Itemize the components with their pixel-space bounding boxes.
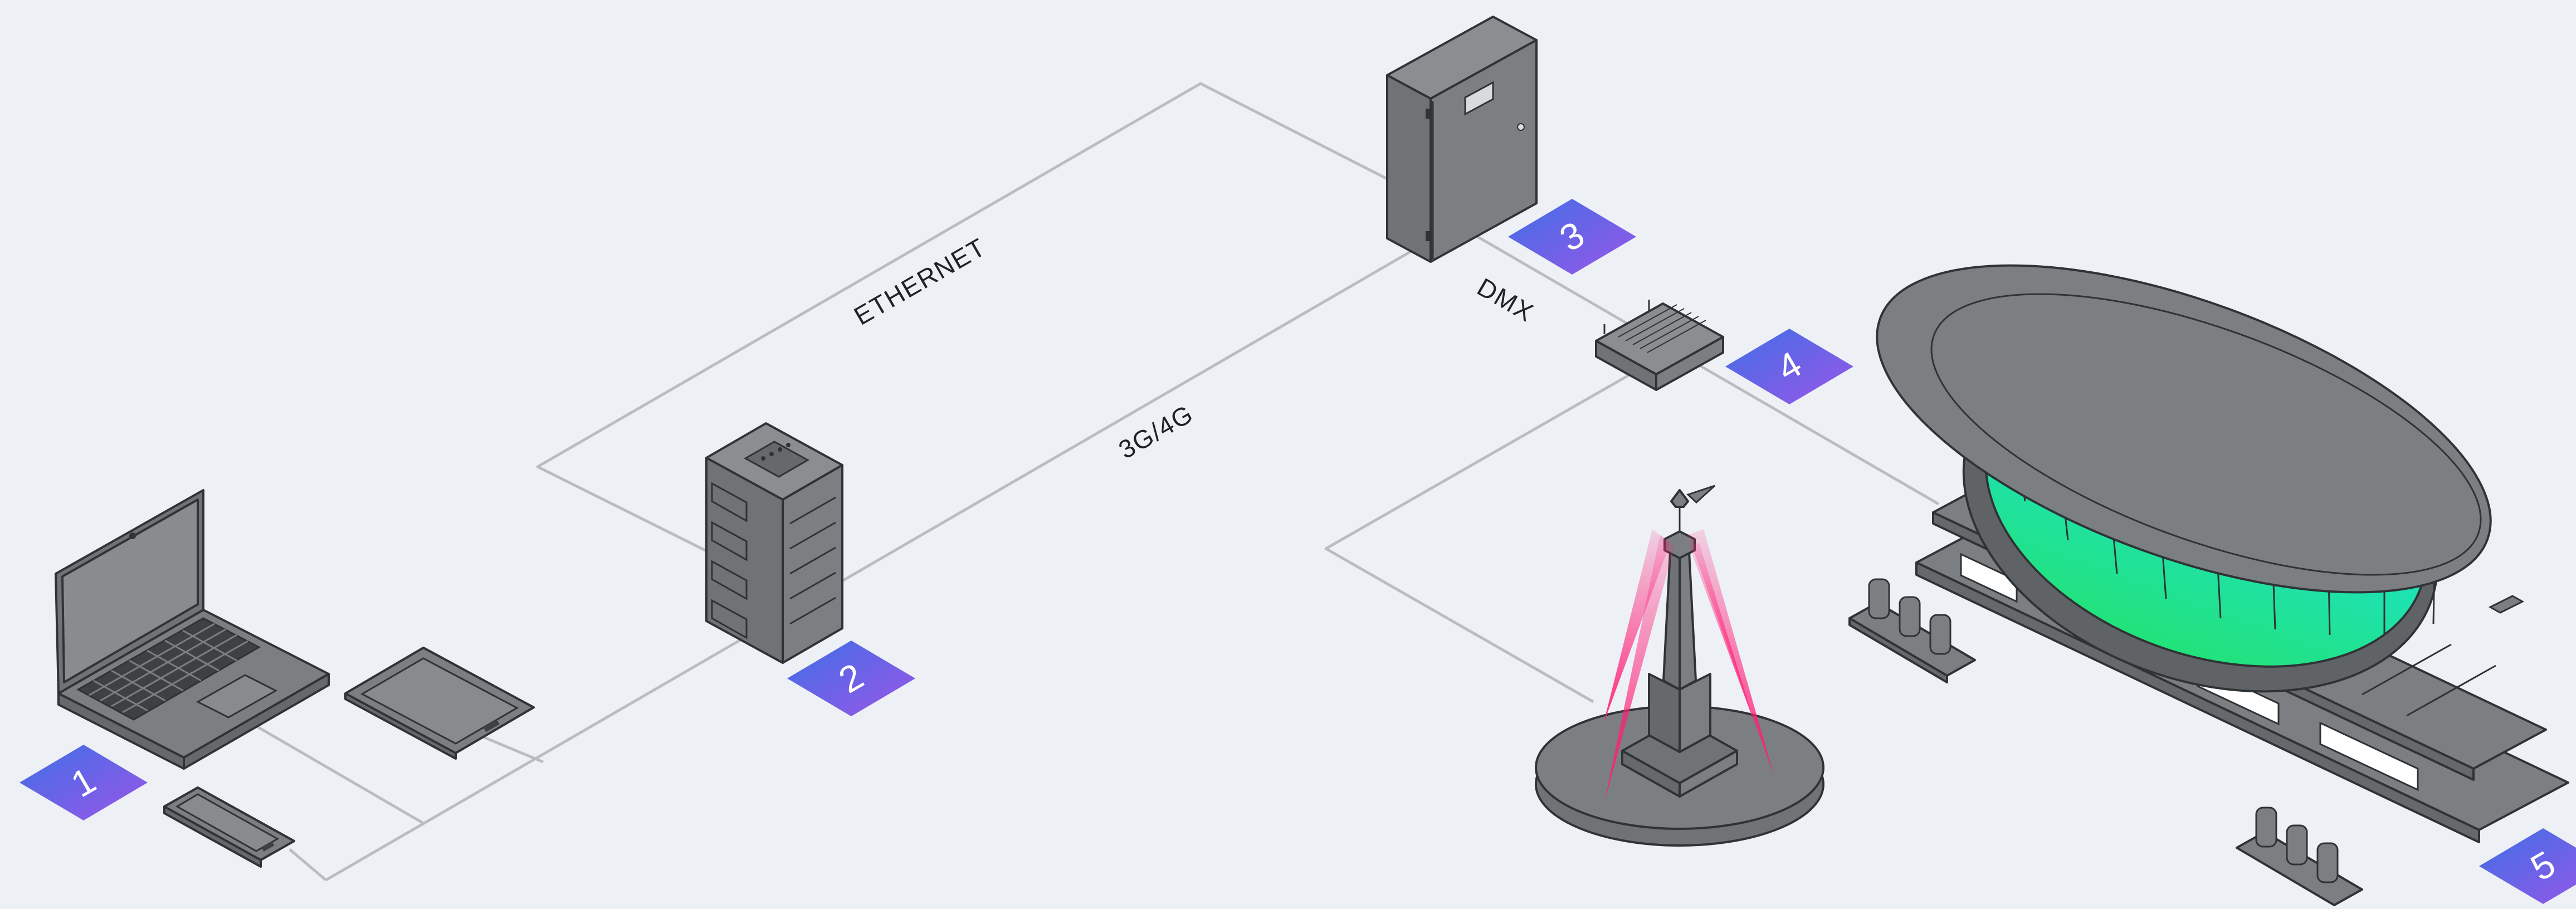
badge-5: 5: [2479, 828, 2576, 904]
laptop-to-network-line: [244, 718, 425, 825]
dmx-line: [1470, 231, 1940, 506]
light-beam: [1604, 535, 1675, 802]
dmx-label: DMX: [1472, 272, 1539, 328]
stadium-icon: [1876, 264, 2569, 843]
connections: [244, 82, 1940, 882]
floodlight-icon: [2236, 807, 2363, 906]
badge-2: 2: [787, 641, 915, 716]
control-cabinet-icon: [1386, 16, 1538, 263]
monument-icon: [1535, 485, 1824, 847]
cellular-label: 3G/4G: [1114, 399, 1198, 465]
badge-1: 1: [19, 745, 148, 820]
floodlight-icon: [1848, 578, 1976, 683]
tablet-icon: [344, 647, 535, 760]
phone-to-network-line: [289, 848, 327, 881]
cellular-line: [325, 249, 1413, 882]
dmx-to-monument-line: [1324, 372, 1633, 703]
light-beam: [1689, 543, 1755, 724]
laptop-icon: [55, 489, 330, 770]
tablet-to-network-line: [476, 732, 544, 764]
badge-4: 4: [1725, 329, 1853, 404]
badge-3: 3: [1508, 199, 1636, 275]
dmx-controller-icon: [1595, 300, 1724, 391]
smartphone-icon: [163, 786, 295, 868]
ethernet-line: [536, 82, 1483, 559]
server-rack-icon: [705, 422, 843, 664]
